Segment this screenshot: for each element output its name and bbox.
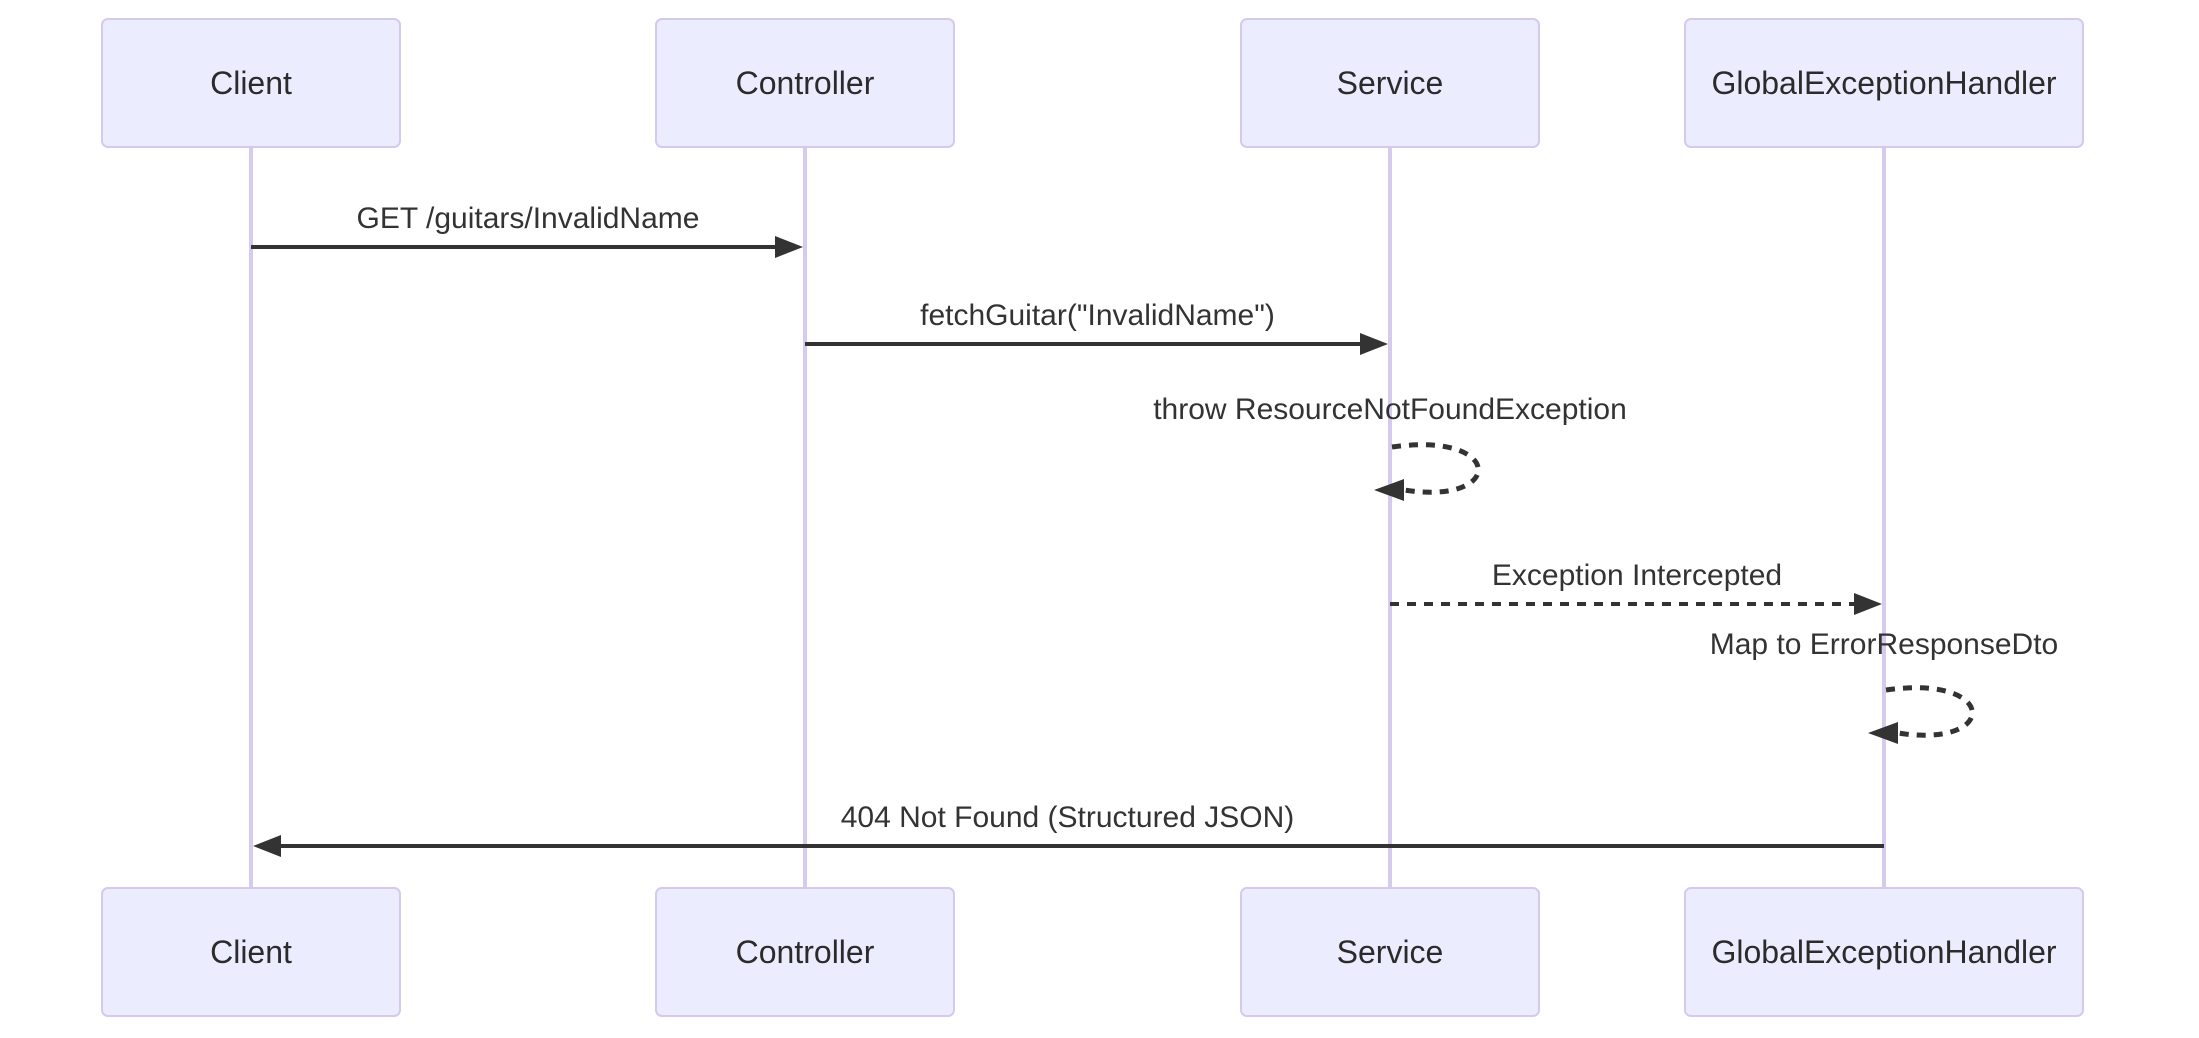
actor-label: Controller bbox=[735, 64, 875, 101]
message-label-3: Exception Intercepted bbox=[1491, 559, 1783, 592]
message-label-5: 404 Not Found (Structured JSON) bbox=[840, 801, 1295, 834]
actor-box-top-client: Client bbox=[101, 18, 401, 148]
actor-label: GlobalExceptionHandler bbox=[1711, 933, 2057, 970]
actor-label: Client bbox=[210, 933, 292, 970]
self-message-loop-2 bbox=[1391, 442, 1481, 495]
actor-label: Service bbox=[1336, 933, 1444, 970]
actor-box-bottom-controller: Controller bbox=[655, 887, 955, 1017]
actor-label: Service bbox=[1336, 64, 1444, 101]
actor-box-top-global-exception-handler: GlobalExceptionHandler bbox=[1684, 18, 2084, 148]
message-label-0: GET /guitars/InvalidName bbox=[356, 202, 700, 235]
actor-box-bottom-service: Service bbox=[1240, 887, 1540, 1017]
actor-label: GlobalExceptionHandler bbox=[1711, 64, 2057, 101]
message-label-1: fetchGuitar("InvalidName") bbox=[920, 299, 1275, 332]
message-arrowhead-5 bbox=[253, 835, 281, 857]
actor-box-top-service: Service bbox=[1240, 18, 1540, 148]
actor-box-top-controller: Controller bbox=[655, 18, 955, 148]
self-message-arrowhead-2 bbox=[1374, 479, 1404, 501]
message-label-4: Map to ErrorResponseDto bbox=[1709, 628, 2059, 661]
self-message-loop-4 bbox=[1885, 685, 1975, 738]
message-arrowhead-0 bbox=[775, 236, 803, 258]
actor-label: Client bbox=[210, 64, 292, 101]
message-arrowhead-1 bbox=[1360, 333, 1388, 355]
message-arrowhead-3 bbox=[1854, 593, 1882, 615]
actor-box-bottom-client: Client bbox=[101, 887, 401, 1017]
actor-label: Controller bbox=[735, 933, 875, 970]
self-message-arrowhead-4 bbox=[1868, 722, 1898, 744]
message-label-2: throw ResourceNotFoundException bbox=[1153, 393, 1627, 426]
actor-box-bottom-global-exception-handler: GlobalExceptionHandler bbox=[1684, 887, 2084, 1017]
